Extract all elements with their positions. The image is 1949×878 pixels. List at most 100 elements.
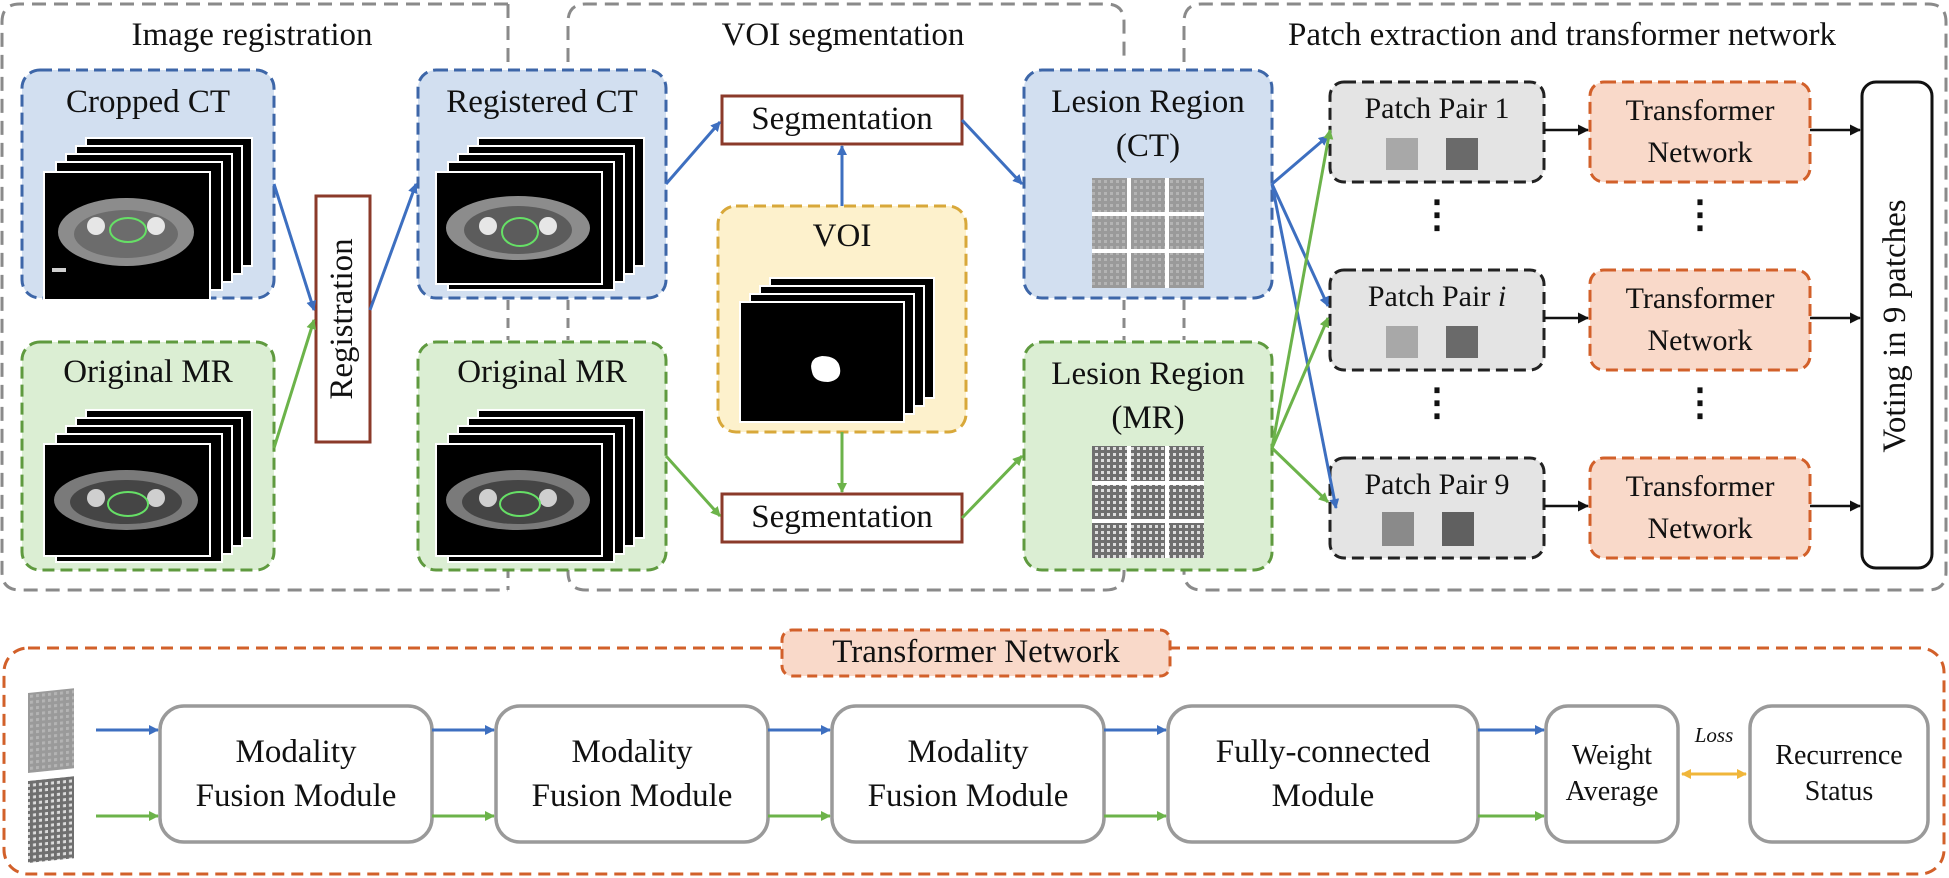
lesion-ct-line1: Lesion Region (1051, 84, 1245, 120)
lesion-mr-patch-grid (1092, 446, 1204, 558)
arrow-lesion-ct-to-pair-9 (1270, 183, 1340, 509)
voi-segmentation-title: VOI segmentation (721, 17, 965, 53)
fusion-1-label: Modality Fusion Module (160, 730, 432, 818)
registered-ct-label: Registered CT (446, 84, 638, 120)
voi-frame-bottom (566, 568, 1126, 592)
image-registration-title: Image registration (131, 17, 373, 53)
arrow-registered-ct-to-segmentation (664, 121, 722, 185)
voi-label: VOI (812, 218, 872, 254)
segmentation-top-label: Segmentation (751, 101, 933, 137)
lesion-mr-label: Lesion Region (MR) (1024, 352, 1272, 440)
transformer-box-3 (1588, 456, 1812, 560)
input-patch-mr (28, 776, 74, 864)
fusion-1-line1: Modality (235, 734, 357, 770)
transformer-network-frame (2, 646, 1946, 876)
lesion-mr-line1: Lesion Region (1051, 356, 1245, 392)
arrow-lesion-mr-to-pair-1 (1270, 129, 1334, 449)
arrow-segmentation-to-lesion-ct (960, 118, 1024, 186)
lesion-ct-line2: (CT) (1115, 128, 1181, 164)
transformer-2-line2: Network (1647, 324, 1753, 357)
cropped-ct-label: Cropped CT (65, 84, 231, 120)
mr-slice-stack-2 (435, 409, 645, 563)
fusion-3-label: Modality Fusion Module (832, 730, 1104, 818)
ct-slice-stack-2 (435, 137, 645, 291)
transformer-3-line2: Network (1647, 512, 1753, 545)
lesion-ct-patch-grid (1092, 178, 1204, 288)
patch-transformer-title: Patch extraction and transformer network (1288, 17, 1836, 53)
arrow-registration-to-registered-ct (368, 183, 418, 311)
arrow-lesion-mr-to-pair-i (1270, 317, 1330, 449)
fully-connected-line1: Fully-connected (1215, 734, 1431, 770)
ellipsis-transformer-upper: ⋮ (1681, 194, 1719, 236)
mr-slice-stack-1 (43, 409, 253, 563)
patch-pair-i-index: i (1497, 280, 1507, 313)
fusion-1-line2: Fusion Module (195, 778, 397, 814)
transformer-1-line2: Network (1647, 136, 1753, 169)
fusion-3-line2: Fusion Module (867, 778, 1069, 814)
arrow-lesion-ct-to-pair-i (1270, 183, 1330, 307)
fusion-module-3 (830, 704, 1106, 844)
fusion-module-1 (158, 704, 434, 844)
patch-pair-9-mr-thumb (1442, 512, 1474, 546)
registration-box (314, 194, 372, 444)
image-registration-frame (0, 2, 508, 592)
voi-segmentation-frame (566, 2, 1126, 62)
recurrence-status-box (1748, 704, 1930, 844)
transformer-box-1 (1588, 80, 1812, 184)
transformer-2-label: Transformer Network (1590, 278, 1810, 362)
recurrence-line1: Recurrence (1775, 740, 1903, 771)
transformer-1-label: Transformer Network (1590, 90, 1810, 174)
lesion-ct-label: Lesion Region (CT) (1024, 80, 1272, 168)
transformer-box-2 (1588, 268, 1812, 372)
original-mr-label-2: Original MR (457, 354, 627, 390)
transformer-2-line1: Transformer (1625, 282, 1775, 315)
arrow-segmentation-to-lesion-mr (960, 454, 1024, 520)
registration-label: Registration (324, 238, 360, 400)
arrow-original-mr-to-registration (272, 319, 317, 449)
patch-pair-i-prefix: Patch Pair (1367, 280, 1498, 313)
fully-connected-label: Fully-connected Module (1168, 730, 1478, 818)
transformer-network-title-box (780, 628, 1172, 678)
fusion-2-line2: Fusion Module (531, 778, 733, 814)
transformer-1-line1: Transformer (1625, 94, 1775, 127)
ellipsis-patches-lower: ⋮ (1418, 382, 1456, 424)
fusion-3-line1: Modality (907, 734, 1029, 770)
recurrence-line2: Status (1804, 776, 1874, 807)
weight-average-box (1544, 704, 1680, 844)
segmentation-bottom-label: Segmentation (751, 499, 933, 535)
weight-average-label: Weight Average (1546, 738, 1678, 810)
weight-average-line2: Average (1565, 776, 1659, 807)
loss-label: Loss (1694, 723, 1734, 747)
voting-box (1860, 80, 1934, 570)
fully-connected-line2: Module (1271, 778, 1375, 814)
ellipsis-transformer-lower: ⋮ (1681, 382, 1719, 424)
patch-pair-1-label: Patch Pair 1 (1364, 92, 1510, 125)
patch-pair-1-ct-thumb (1386, 138, 1418, 170)
patch-pair-9-label: Patch Pair 9 (1364, 468, 1510, 501)
patch-pair-i-ct-thumb (1386, 326, 1418, 358)
arrow-cropped-ct-to-registration (272, 183, 317, 311)
transformer-3-label: Transformer Network (1590, 466, 1810, 550)
fully-connected-module (1166, 704, 1480, 844)
lesion-mr-line2: (MR) (1111, 400, 1185, 436)
ct-slice-stack-1 (43, 137, 253, 301)
input-patch-ct (28, 688, 74, 774)
voi-mask-stack (739, 277, 935, 423)
transformer-network-title: Transformer Network (832, 634, 1120, 670)
ellipsis-patches-upper: ⋮ (1418, 194, 1456, 236)
fusion-2-line1: Modality (571, 734, 693, 770)
weight-average-line1: Weight (1571, 740, 1653, 771)
patch-pair-9-ct-thumb (1382, 512, 1414, 546)
arrow-original-mr-to-segmentation (664, 454, 722, 518)
transformer-3-line1: Transformer (1625, 470, 1775, 503)
recurrence-status-label: Recurrence Status (1750, 738, 1928, 810)
fusion-module-2 (494, 704, 770, 844)
patch-pair-i-label: Patch Pair i (1330, 276, 1544, 318)
patch-pair-i-mr-thumb (1446, 326, 1478, 358)
arrow-lesion-mr-to-pair-9 (1270, 446, 1330, 504)
patch-transformer-frame (1182, 2, 1948, 592)
patch-pair-1-mr-thumb (1446, 138, 1478, 170)
fusion-2-label: Modality Fusion Module (496, 730, 768, 818)
patch-pair-i-box (1328, 268, 1546, 372)
